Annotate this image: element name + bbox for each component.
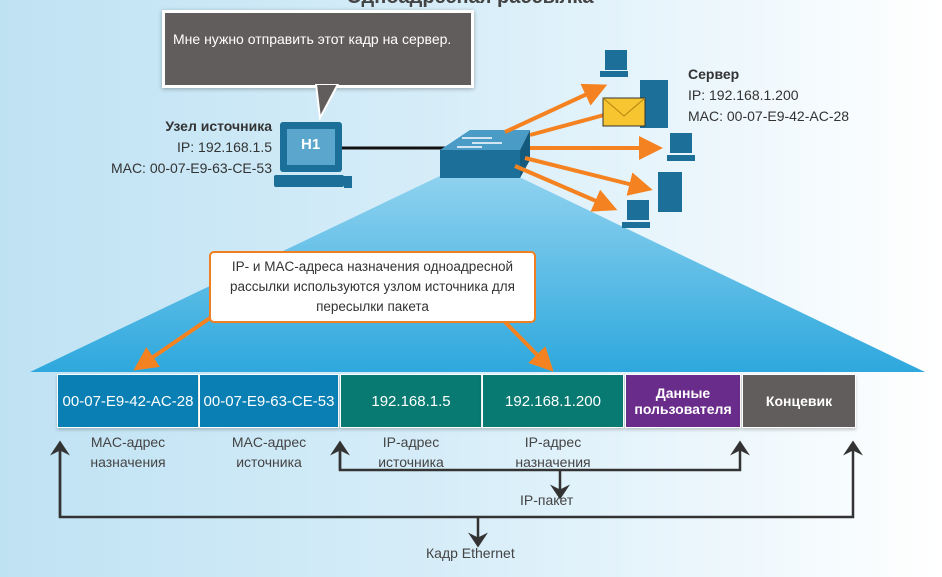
source-pc-icon bbox=[274, 122, 352, 188]
frame-field: 192.168.1.5 bbox=[340, 374, 482, 428]
server-info: Сервер IP: 192.168.1.200 MAC: 00-07-E9-4… bbox=[688, 64, 849, 127]
speech-bubble-tail bbox=[314, 84, 340, 120]
frame-field: 00-07-E9-63-CE-53 bbox=[199, 374, 339, 428]
source-mac: MAC: 00-07-E9-63-CE-53 bbox=[110, 160, 272, 176]
server-title: Сервер bbox=[688, 66, 740, 82]
network-devices-icon bbox=[600, 50, 695, 228]
source-ip: IP: 192.168.1.5 bbox=[177, 139, 272, 155]
frame-field-caption: IP-адрес назначения bbox=[515, 434, 591, 470]
frame-field-caption: MAC-адрес источника bbox=[231, 434, 307, 470]
frame-field: Данные пользователя bbox=[625, 374, 741, 428]
ethernet-frame-label: Кадр Ethernet bbox=[426, 545, 515, 561]
envelope-icon bbox=[602, 97, 646, 127]
switch-icon bbox=[440, 130, 530, 178]
speech-bubble: Мне нужно отправить этот кадр на сервер. bbox=[162, 10, 474, 88]
frame-field-caption: MAC-адрес назначения bbox=[90, 434, 166, 470]
frame-field: Концевик bbox=[742, 374, 856, 428]
frame-field-caption: IP-адрес источника bbox=[378, 434, 444, 470]
server-mac: MAC: 00-07-E9-42-AC-28 bbox=[688, 108, 850, 124]
frame-field: 192.168.1.200 bbox=[482, 374, 624, 428]
page-title: Одноадресная рассылка bbox=[300, 0, 640, 9]
frame-field: 00-07-E9-42-AC-28 bbox=[57, 374, 199, 428]
source-info: Узел источника IP: 192.168.1.5 MAC: 00-0… bbox=[111, 116, 272, 179]
source-pc-label: H1 bbox=[301, 136, 321, 153]
callout-box: IP- и MAC-адреса назначения одноадресной… bbox=[209, 251, 536, 323]
source-title: Узел источника bbox=[165, 118, 272, 134]
ip-packet-label: IP-пакет bbox=[520, 492, 574, 508]
server-ip: IP: 192.168.1.200 bbox=[688, 87, 799, 103]
